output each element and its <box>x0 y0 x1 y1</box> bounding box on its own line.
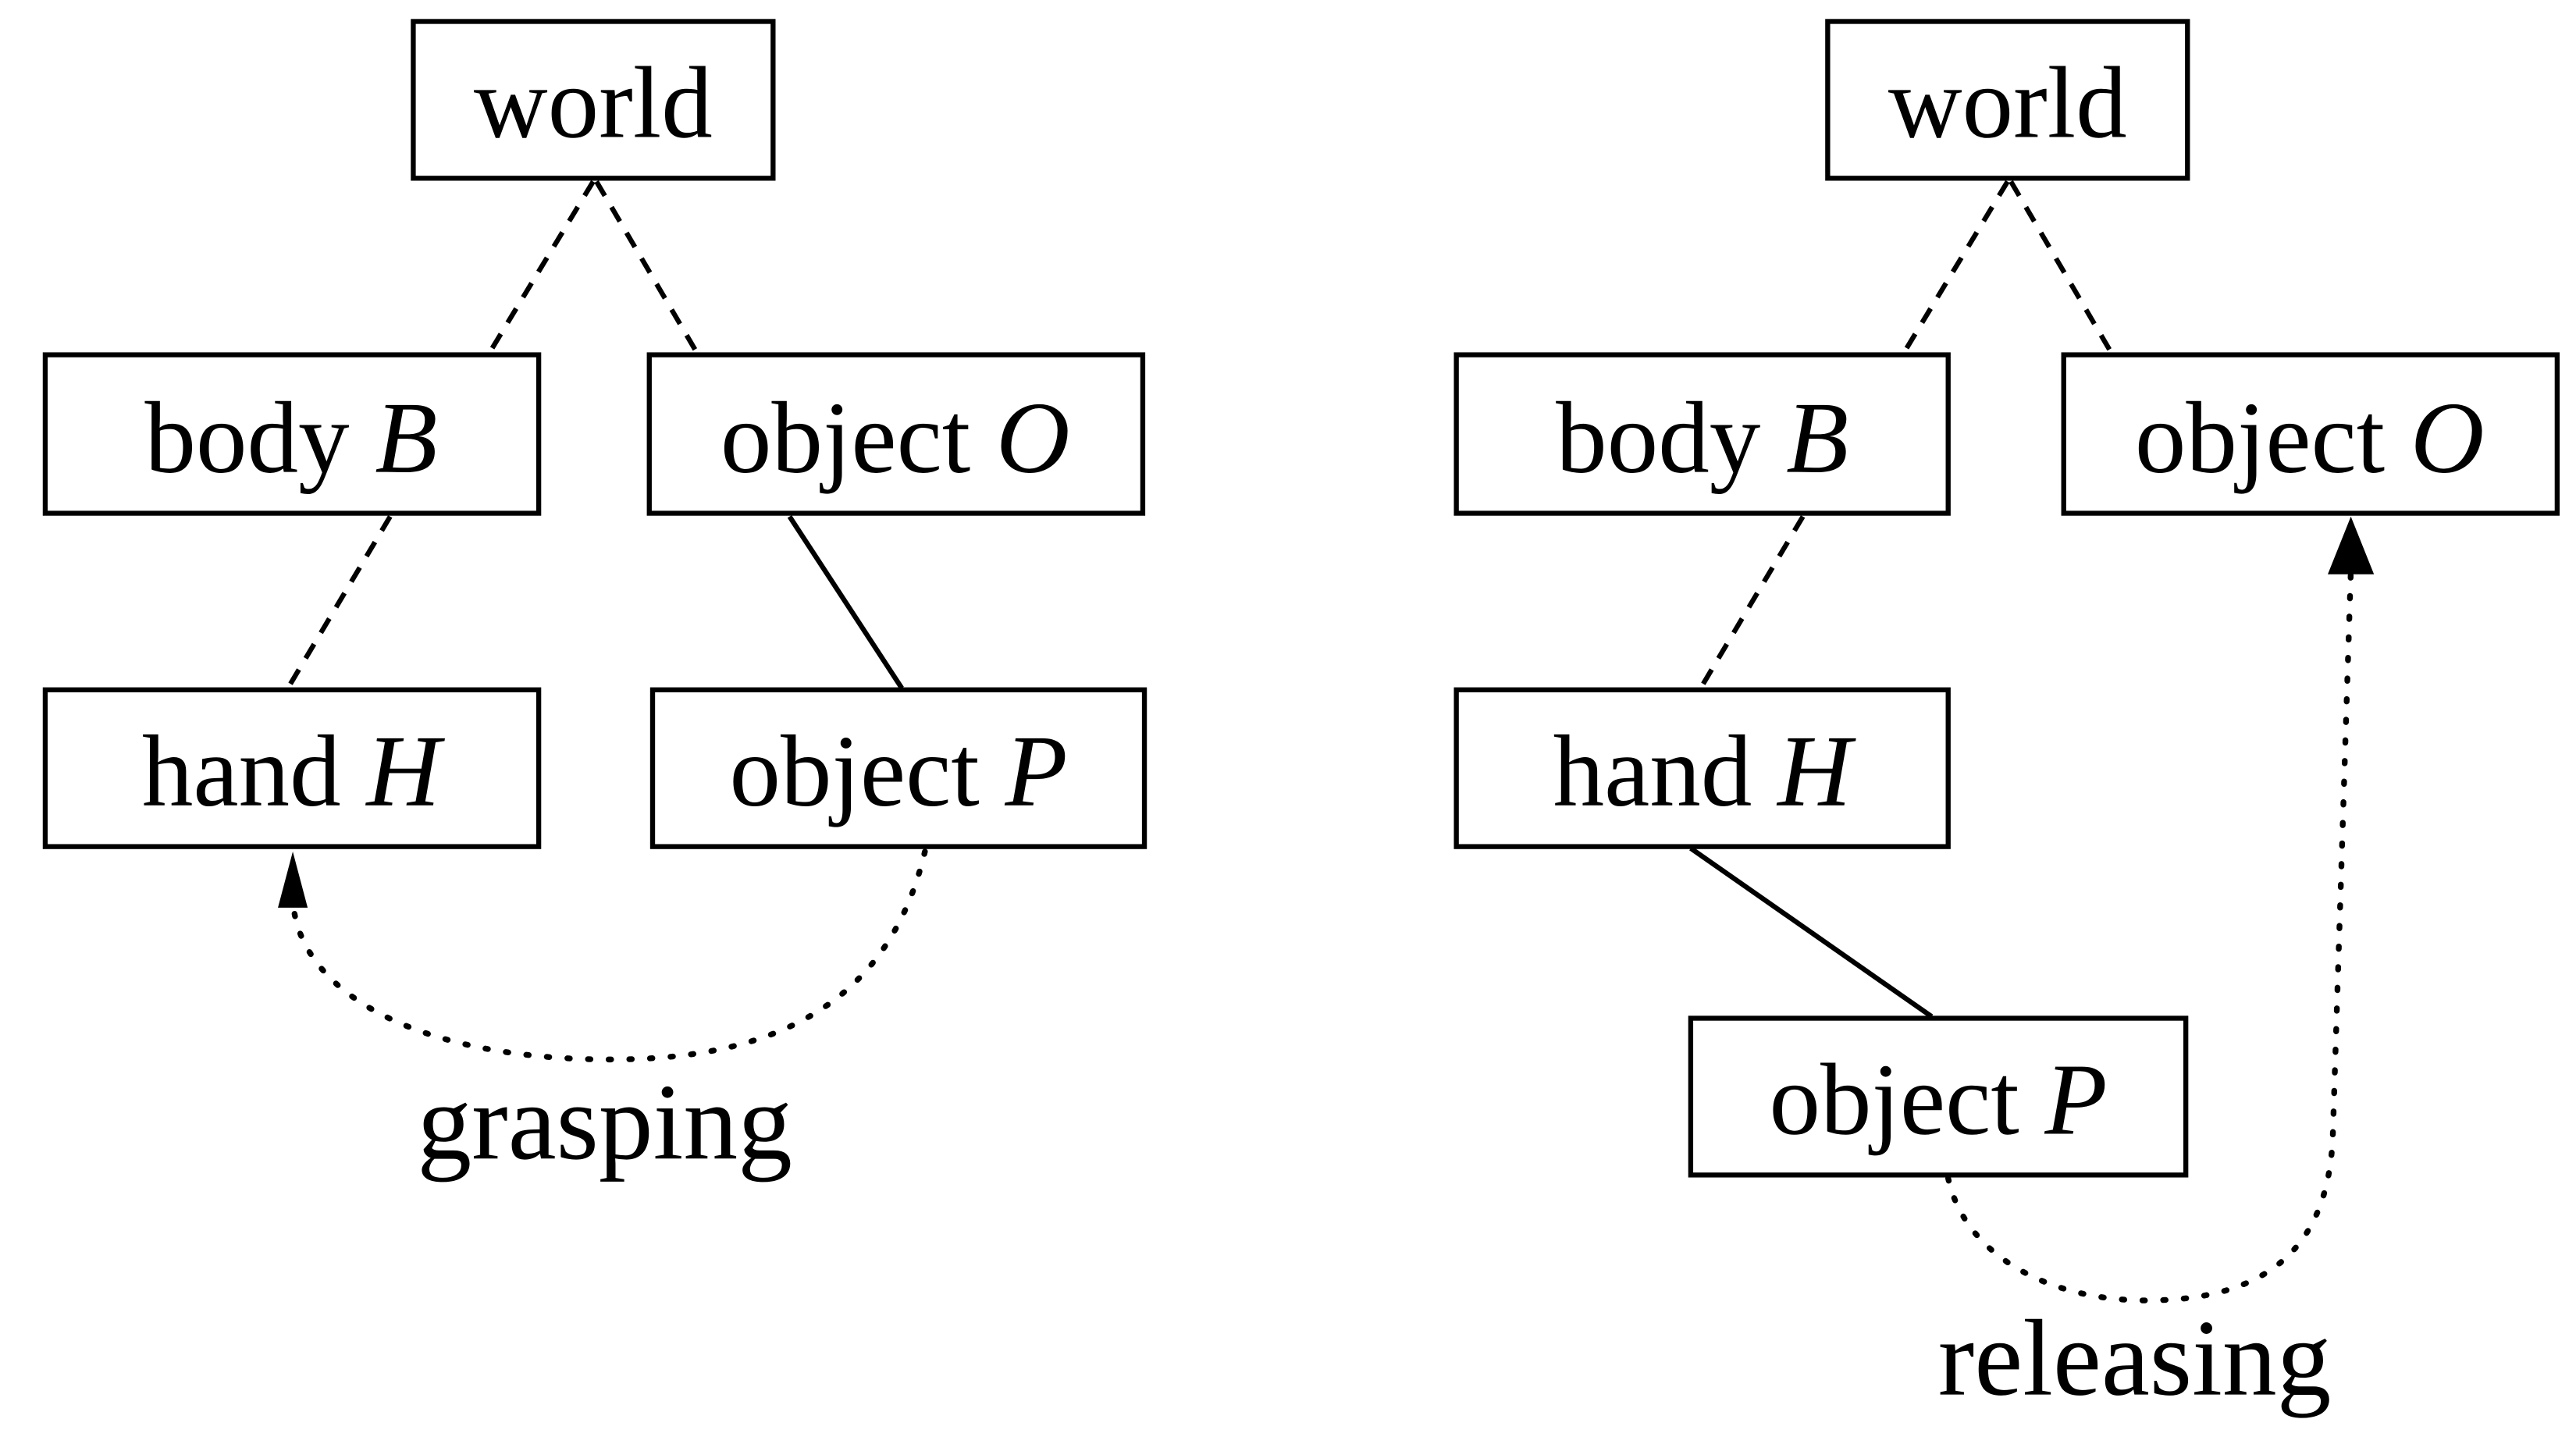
edge-world-object-o <box>2008 180 2114 355</box>
edge-world-object-o <box>594 180 699 355</box>
node-variable: H <box>365 715 445 828</box>
edge-body-hand <box>1698 515 1806 690</box>
svg-text:hand H: hand H <box>1553 715 1857 828</box>
edge-body-hand <box>286 515 393 690</box>
svg-text:object P: object P <box>729 715 1067 828</box>
node-world: world <box>1825 19 2190 181</box>
node-variable: H <box>1776 715 1856 828</box>
node-hand-h: hand H <box>1453 687 1951 849</box>
node-label: object <box>720 382 996 495</box>
svg-text:object O: object O <box>720 382 1070 495</box>
node-world: world <box>411 19 776 181</box>
node-label: world <box>1888 46 2127 159</box>
releasing-transition-arrow <box>1945 566 2354 1304</box>
grasping-transition-arrow <box>290 848 928 1063</box>
node-label: body <box>1556 382 1786 495</box>
svg-text:world: world <box>1888 46 2127 159</box>
edge-object-o-object-p <box>787 515 904 690</box>
node-label: hand <box>142 715 367 828</box>
right-panel-releasing: world body B object O hand H object P re… <box>1453 19 2560 1419</box>
node-body-b: body B <box>42 352 542 516</box>
node-variable: B <box>375 382 437 495</box>
node-variable: P <box>1005 715 1068 828</box>
node-object-p: object P <box>1688 1015 2189 1178</box>
node-object-p: object P <box>649 687 1147 849</box>
node-variable: P <box>2044 1044 2108 1157</box>
arrowhead-icon <box>2328 516 2375 574</box>
svg-text:body B: body B <box>144 382 437 495</box>
edge-world-body <box>1901 180 2010 355</box>
svg-text:object P: object P <box>1769 1044 2107 1157</box>
node-body-b: body B <box>1453 352 1951 516</box>
node-variable: O <box>996 382 1070 495</box>
node-hand-h: hand H <box>42 687 542 849</box>
node-object-o: object O <box>646 352 1146 516</box>
node-variable: O <box>2411 382 2485 495</box>
edge-world-body <box>486 180 596 355</box>
node-label: hand <box>1553 715 1778 828</box>
left-panel-grasping: world body B object O hand H object P gr… <box>42 19 1147 1183</box>
svg-text:world: world <box>474 46 713 159</box>
svg-text:body B: body B <box>1556 382 1848 495</box>
node-label: object <box>729 715 1005 828</box>
svg-text:hand H: hand H <box>142 715 446 828</box>
node-label: object <box>2135 382 2411 495</box>
arrowhead-icon <box>278 851 308 908</box>
node-label: object <box>1769 1044 2044 1157</box>
edge-hand-object-p <box>1689 846 1934 1019</box>
caption-releasing: releasing <box>1938 1299 2332 1419</box>
caption-grasping: grasping <box>417 1062 792 1183</box>
node-variable: B <box>1786 382 1848 495</box>
node-label: body <box>144 382 375 495</box>
svg-text:object O: object O <box>2135 382 2485 495</box>
node-object-o: object O <box>2061 352 2560 516</box>
node-label: world <box>474 46 713 159</box>
